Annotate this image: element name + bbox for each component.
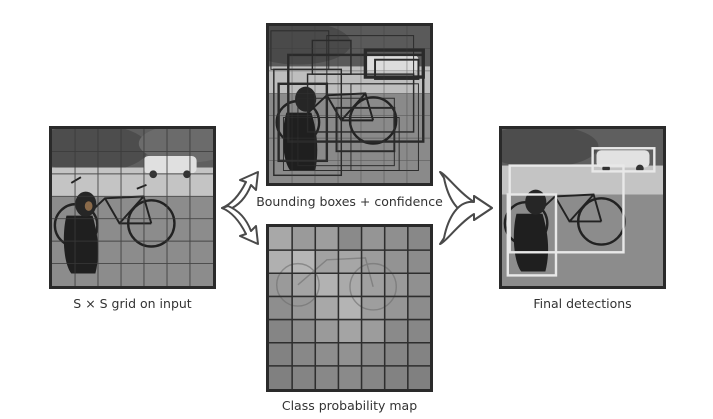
class-map-caption: Class probability map (281, 398, 418, 413)
input-grid-overlay (52, 129, 213, 286)
detection-boxes-overlay (506, 147, 656, 277)
bounding-boxes-overlay (269, 26, 430, 183)
bounding-boxes-panel (266, 23, 433, 186)
input-photo (52, 129, 213, 286)
boxes-caption: Bounding boxes + confidence (256, 194, 443, 209)
input-caption: S × S grid on input (73, 296, 192, 311)
final-detections-panel (499, 126, 666, 289)
class-probability-grid (269, 227, 430, 389)
final-caption: Final detections (533, 296, 632, 311)
split-arrow-icon (218, 168, 266, 248)
dog-detection-box (506, 193, 558, 277)
bicycle-detection-box (508, 164, 625, 254)
input-grid-panel (49, 126, 216, 289)
car-detection-box (591, 147, 656, 173)
class-probability-panel (266, 224, 433, 392)
merge-arrow-icon (436, 168, 496, 248)
